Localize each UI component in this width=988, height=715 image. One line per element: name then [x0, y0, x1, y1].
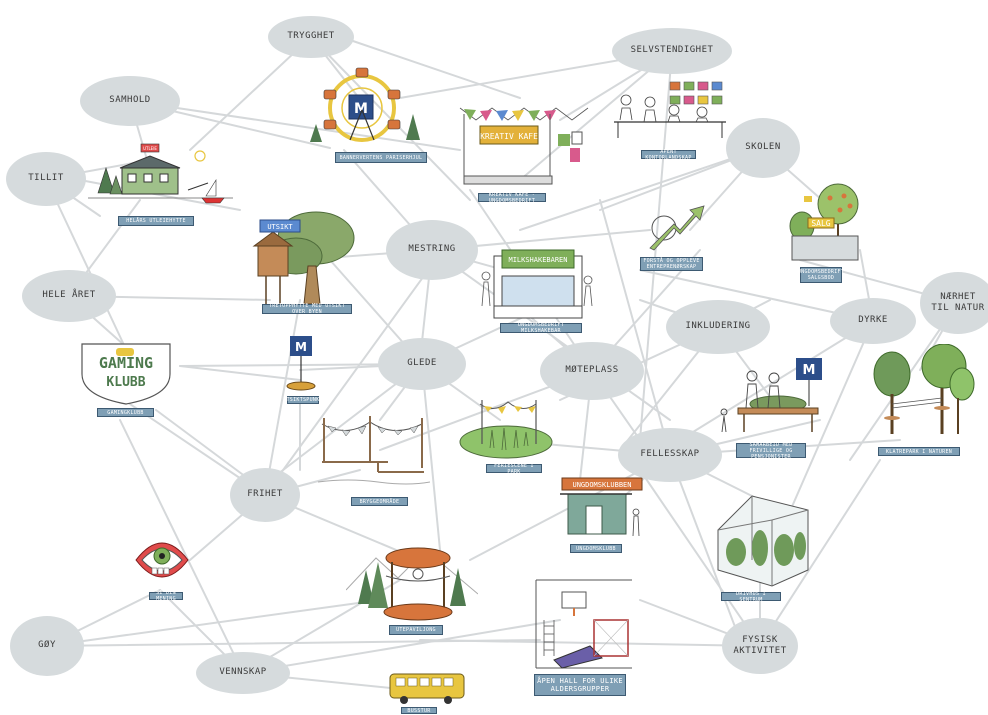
bubble-tillit: TILLIT [6, 152, 86, 206]
bubble-goy: GØY [10, 616, 84, 676]
pavilion-illustration [346, 530, 478, 626]
youth-club-illustration: UNGDOMSKLUBBEN [556, 476, 648, 542]
pavilion-caption: UTEPAVILJONG [389, 625, 443, 635]
lookout-sign-illustration: M [284, 334, 318, 396]
kafe-sign-text: KREATIV KAFE [480, 132, 538, 141]
connection-line [519, 147, 764, 231]
m-logo-text: M [354, 101, 368, 117]
youth-club-sign-text: UNGDOMSKLUBBEN [572, 481, 631, 489]
youth-club-caption: UNGDOMSKLUBB [570, 544, 622, 553]
bus-caption: BUSSTUR [401, 707, 437, 714]
connection-line [189, 36, 312, 151]
connection-line [119, 419, 244, 674]
market-stall-illustration: SALG [786, 182, 868, 266]
lookout-caption: UTSIKTSPUNKT [283, 396, 323, 404]
connection-line [759, 459, 881, 647]
pier-illustration [318, 412, 430, 490]
connection-line [179, 365, 301, 381]
connection-line [419, 639, 761, 647]
gaming-shield-illustration: GAMING KLUBB [78, 340, 174, 406]
treehouse-sign-text: UTSIKT [267, 223, 293, 231]
bubble-vennskap: VENNSKAP [196, 652, 290, 694]
bubble-dyrke: DYRKE [830, 298, 916, 344]
bubble-fysisk-aktivitet: FYSISK AKTIVITET [722, 618, 798, 674]
bubble-hele-aret: HELE ÅRET [22, 270, 116, 322]
connection-line [155, 409, 251, 481]
connection-line [519, 50, 673, 181]
bus-illustration [386, 670, 468, 708]
milkshake-bar-illustration: MILKSHAKEBAREN [476, 236, 606, 326]
climbing-park-caption: KLATREPARK I NATUREN [878, 447, 960, 456]
gaming-logo-top: GAMING [99, 354, 153, 372]
pier-caption: BRYGGEOMRÅDE [351, 497, 408, 506]
greenhouse-illustration [712, 490, 812, 590]
bubble-mestring: MESTRING [386, 220, 478, 280]
connection-line [45, 178, 125, 346]
climbing-park-illustration [872, 344, 976, 438]
gaming-logo-bottom: KLUBB [106, 375, 145, 390]
bubble-skolen: SKOLEN [726, 118, 800, 178]
connection-line [264, 299, 301, 496]
park-stage-illustration [458, 394, 556, 460]
treehouse-illustration: UTSIKT [246, 206, 356, 306]
bubble-selvstendighet: SELVSTENDIGHET [612, 28, 732, 74]
hall-illustration [532, 576, 634, 672]
market-stall-caption: UNGDOMSBEDRIFT SALGSBOD [797, 267, 845, 283]
bubble-samhold: SAMHOLD [80, 76, 180, 126]
connection-line [264, 239, 451, 496]
connection-line [669, 454, 741, 641]
milkshake-sign-text: MILKSHAKEBAREN [508, 256, 567, 264]
kafe-illustration: KREATIV KAFE [458, 104, 593, 189]
bubble-inkludering: INKLUDERING [666, 300, 770, 354]
ferris-wheel-illustration: M [306, 64, 426, 156]
connection-line [46, 599, 381, 647]
hall-caption: ÅPEN HALL FOR ULIKE ALDERSGRUPPER [534, 674, 626, 696]
milkshake-caption: UNGDOMSBEDRIFT MILKSHAKEBAR [500, 322, 582, 334]
connection-line [421, 363, 441, 551]
connection-line [679, 320, 874, 441]
park-stage-caption: FERIESCENE I PARK [486, 463, 542, 475]
cabin-caption: HELÅRS UTLEIEHYTTE [118, 216, 194, 226]
kafe-caption: KREATIV KAFE - UNGDOMSBEDRIFT [478, 192, 546, 204]
growth-caption: FORSTÅ OG OPPLEVE ENTREPRENØRSKAP [640, 257, 703, 271]
bubble-glede: GLEDE [378, 338, 466, 390]
m-logo-small-text: M [295, 340, 307, 354]
office-caption: ÅPENT KONTORLANDSKAP [641, 149, 696, 161]
bubble-frihet: FRIHET [230, 468, 300, 522]
speak-caption: SI DIN MENING [149, 590, 183, 602]
cabin-sign-text: UTLEIE [143, 146, 157, 151]
connection-line [242, 619, 561, 674]
ferris-wheel-caption: BANNERVERTENS PARISERHJUL [335, 152, 427, 163]
bubble-naerhet-til-natur: NÆRHET TIL NATUR [920, 272, 988, 334]
growth-arrow-illustration [646, 202, 706, 256]
gaming-caption: GAMINGKLUBB [97, 408, 154, 417]
connection-line [129, 100, 461, 151]
greenhouse-caption: DRIVHUS I SENTRUM [721, 591, 781, 603]
mouth-eye-illustration [134, 532, 190, 590]
bubble-moteplass: MØTEPLASS [540, 342, 644, 400]
market-stall-sign-text: SALG [811, 219, 830, 228]
m-logo-bench-text: M [803, 363, 816, 378]
treehouse-caption: TRETOPPHYTTE MED UTSIKT OVER BYEN [262, 303, 352, 315]
volunteers-bench-illustration: M [716, 356, 830, 440]
office-illustration [606, 72, 736, 152]
cabin-illustration: UTLEIE [88, 138, 233, 218]
connection-line [349, 39, 521, 99]
connection-line [639, 469, 761, 647]
connection-line [599, 199, 671, 456]
volunteers-caption: SAMARBEID MED FRIVILLIGE OG PENSJONISTER [736, 442, 806, 460]
bubble-fellesskap: FELLESSKAP [618, 428, 722, 482]
bubble-trygghet: TRYGGHET [268, 16, 354, 58]
